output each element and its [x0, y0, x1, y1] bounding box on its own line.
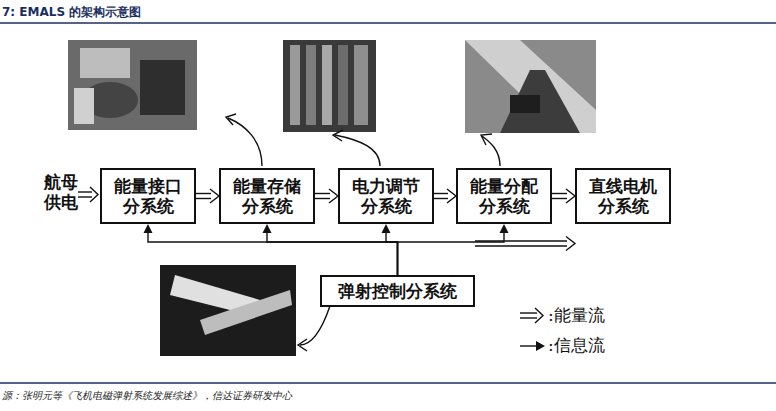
- photo: [283, 40, 376, 132]
- source-caption: 源：张明元等《飞机电磁弹射系统发展综述》，信达证券研发中心: [2, 389, 292, 403]
- connector-line: [552, 193, 567, 194]
- arrow-head: [566, 189, 575, 203]
- connector-line: [434, 198, 448, 199]
- legend-text: :信息流: [548, 335, 605, 355]
- arrow-head: [500, 224, 509, 233]
- connector: [315, 189, 338, 203]
- subsystem-box: 能量分配 分系统: [456, 168, 552, 224]
- box-label: 电力调节 分系统: [347, 176, 425, 217]
- connector-line: [386, 232, 398, 275]
- arrow-head: [566, 237, 575, 251]
- subsystem-box: 直线电机 分系统: [575, 168, 671, 224]
- arrow-head: [329, 189, 338, 203]
- connector-line: [196, 198, 211, 199]
- box-label: 弹射控制分系统: [338, 281, 457, 301]
- connector-line: [475, 240, 567, 241]
- connector: [434, 189, 456, 203]
- connector-line: [434, 193, 448, 194]
- arrow-head: [144, 224, 153, 233]
- box-label: 能量分配 分系统: [465, 176, 543, 217]
- subsystem-box: 弹射控制分系统: [320, 275, 475, 307]
- side-label: 航母 供电: [44, 172, 80, 213]
- legend-sample: [536, 341, 545, 351]
- connector-line: [475, 245, 567, 246]
- arrow-head: [263, 224, 272, 233]
- subsystem-box: 能量接口 分系统: [100, 168, 196, 224]
- leader-arrow: [228, 118, 500, 345]
- box-label: 能量接口 分系统: [109, 176, 187, 217]
- connector-line: [267, 232, 398, 275]
- connector-line: [315, 198, 330, 199]
- supply-arrow: [78, 187, 98, 202]
- arrow-head: [210, 189, 219, 203]
- figure-title: 7: EMALS 的架构示意图: [2, 4, 141, 21]
- box-label: 能量存储 分系统: [228, 176, 306, 217]
- leader-head: [226, 114, 492, 351]
- box-label: 直线电机 分系统: [584, 176, 662, 217]
- connector: [196, 189, 219, 203]
- legend-text: :能量流: [548, 305, 605, 325]
- connector-line: [552, 198, 567, 199]
- footer-rule: [0, 382, 776, 384]
- photo: [465, 40, 596, 133]
- connector-line: [196, 193, 211, 194]
- photo: [160, 265, 296, 356]
- connector: [144, 224, 398, 275]
- header-rule: [0, 22, 776, 24]
- connector-line: [148, 232, 398, 275]
- connector: [382, 224, 398, 275]
- connector-line: [398, 232, 505, 275]
- legend-sample: [520, 308, 543, 346]
- connector: [552, 189, 575, 203]
- connector: [475, 237, 575, 251]
- subsystem-box: 能量存储 分系统: [219, 168, 315, 224]
- connector: [263, 224, 398, 275]
- arrow-head: [382, 224, 391, 233]
- connector-line: [315, 193, 330, 194]
- photo: [68, 40, 197, 130]
- connector: [398, 224, 509, 275]
- arrow-head: [447, 189, 456, 203]
- subsystem-box: 电力调节 分系统: [338, 168, 434, 224]
